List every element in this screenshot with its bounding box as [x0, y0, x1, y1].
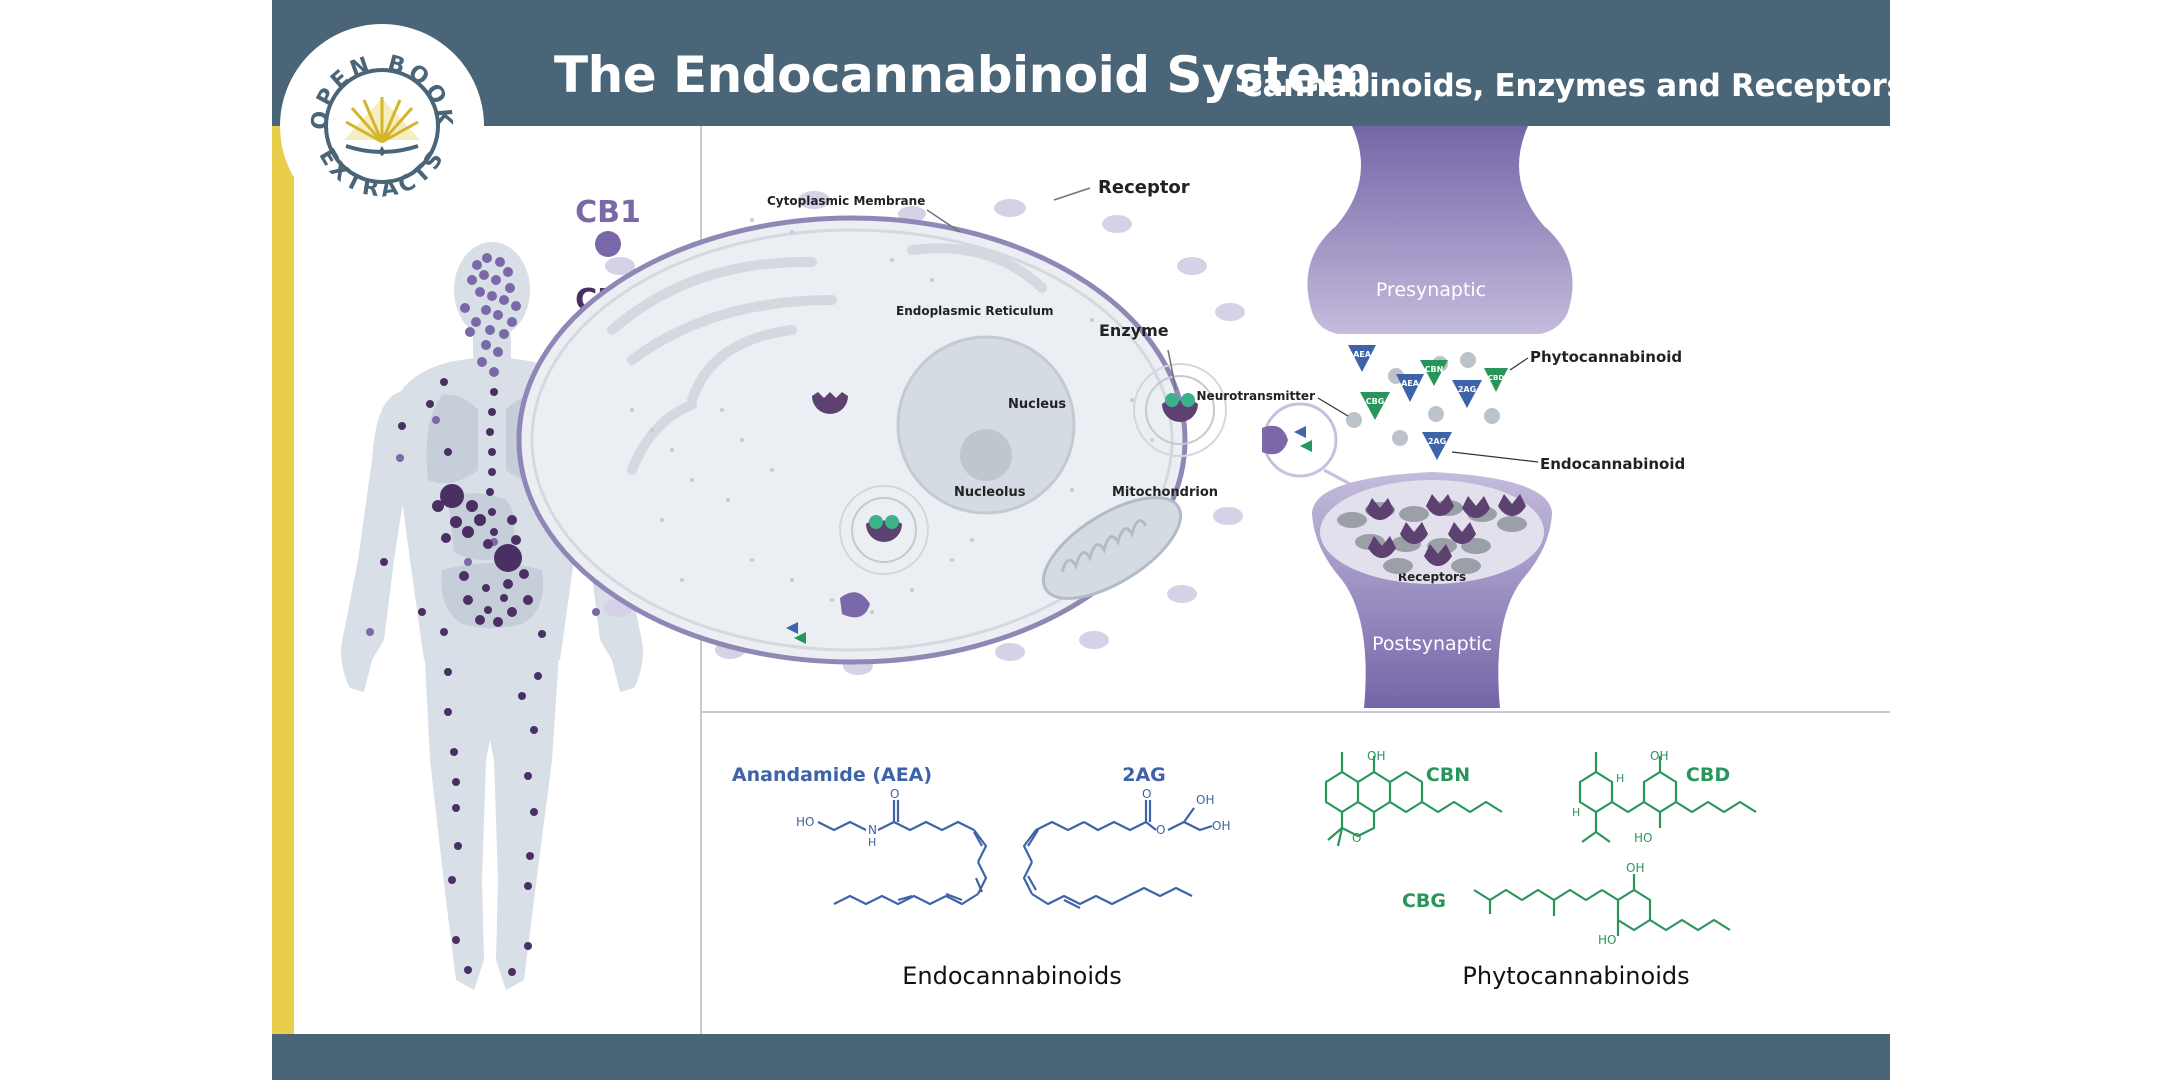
atom-oh-cbn: OH — [1367, 749, 1385, 763]
mitochondrion-icon — [1041, 496, 1183, 600]
page-subtitle: Cannabinoids, Enzymes and Receptors — [1240, 68, 1905, 104]
molecules-panel: Anandamide (AEA) 2AG HO N H O — [732, 749, 1757, 990]
label-presynaptic: Presynaptic — [1376, 279, 1486, 301]
label-mitochondrion: Mitochondrion — [1112, 485, 1218, 500]
footer-bar — [272, 1034, 1890, 1080]
label-anandamide: Anandamide (AEA) — [732, 764, 932, 786]
label-2ag: 2AG — [1122, 764, 1166, 786]
atom-ho-aea: HO — [796, 815, 814, 829]
synapse-diagram: Presynaptic Postsynaptic Receptors — [1197, 126, 1685, 708]
cbg-structure — [1473, 874, 1731, 936]
label-enzyme: Enzyme — [1099, 321, 1169, 340]
cytoplasm-speckles — [630, 218, 1154, 614]
molecule-aea-label: AEA — [1401, 379, 1420, 388]
atom-oh-2ag-top: OH — [1196, 793, 1214, 807]
molecule-cbn-icon — [1420, 360, 1448, 386]
atom-ho-cbg: HO — [1598, 933, 1616, 947]
poster: The Endocannabinoid System Cannabinoids,… — [272, 0, 1905, 1080]
molecule-2ag-lower-label: 2AG — [1428, 437, 1446, 446]
neurotransmitter-dots — [1346, 352, 1500, 446]
atom-h-aea: H — [868, 836, 876, 849]
label-phytocannabinoid: Phytocannabinoid — [1530, 348, 1682, 366]
heading-endocannabinoids: Endocannabinoids — [902, 962, 1122, 990]
cell-diagram: Cytoplasmic Membrane Receptor Endoplasmi… — [516, 177, 1403, 675]
label-cytoplasmic-membrane: Cytoplasmic Membrane — [767, 194, 925, 208]
cb1-dot-icon — [595, 231, 621, 257]
molecule-aea-top-label: AEA — [1353, 350, 1372, 359]
label-nucleus: Nucleus — [1008, 397, 1066, 412]
receptor-lower-icon — [786, 592, 870, 644]
atom-oh-2ag: OH — [1212, 819, 1230, 833]
label-endoplasmic-reticulum: Endoplasmic Reticulum — [896, 304, 1053, 318]
heading-phytocannabinoids: Phytocannabinoids — [1462, 962, 1689, 990]
presynaptic-terminal — [1307, 126, 1573, 334]
logo: OPEN BOOK EXTRACTS — [280, 24, 484, 228]
anandamide-structure — [817, 800, 988, 906]
atom-n-aea: N — [868, 823, 877, 837]
nucleolus-shape — [960, 429, 1012, 481]
atom-o-2ag: O — [1142, 787, 1151, 801]
accent-bar — [272, 126, 294, 1034]
label-receptor: Receptor — [1098, 177, 1190, 198]
label-nucleolus: Nucleolus — [954, 485, 1026, 500]
enzyme-free-icon — [812, 392, 848, 414]
label-cbg: CBG — [1402, 890, 1446, 912]
label-cbd: CBD — [1686, 764, 1730, 786]
atom-o-aea: O — [890, 787, 899, 801]
2ag-structure — [1022, 800, 1213, 909]
molecule-2ag-icon — [1452, 380, 1482, 408]
atom-oh-cbg: OH — [1626, 861, 1644, 875]
receptor-bound-icon — [1262, 402, 1338, 478]
nucleus-shape — [896, 335, 1076, 515]
endoplasmic-reticulum-shape — [607, 243, 1047, 475]
molecule-cbd-icon — [1484, 368, 1508, 392]
label-cbn: CBN — [1426, 764, 1470, 786]
molecule-cbd-label: CBD — [1488, 374, 1504, 382]
logo-fan-icon — [344, 97, 420, 156]
molecule-2ag-label: 2AG — [1458, 385, 1476, 394]
label-neurotransmitter: Neurotransmitter — [1197, 389, 1316, 403]
diagram-canvas: OPEN BOOK EXTRACTS — [280, 24, 1757, 990]
cbd-structure — [1578, 752, 1757, 843]
atom-o-2ag-ester: O — [1156, 823, 1165, 837]
enzyme-lower-icon — [839, 485, 929, 575]
header-bar — [272, 0, 1890, 126]
panel-divider-horizontal — [702, 711, 1890, 713]
atom-o-cbn: O — [1352, 831, 1361, 845]
synapse-molecules: AEA CBN CBD CBG AEA 2AG 2AG — [1348, 345, 1508, 460]
page-title: The Endocannabinoid System — [554, 46, 1372, 104]
postsynaptic-receptors — [1337, 494, 1527, 574]
cb1-label: CB1 — [575, 195, 641, 230]
enzyme-icon — [1133, 363, 1227, 457]
atom-h-cbd-upper: H — [1616, 772, 1624, 785]
molecule-cbg-label: CBG — [1366, 397, 1385, 406]
label-endocannabinoid: Endocannabinoid — [1540, 455, 1685, 473]
atom-ho-cbd: HO — [1634, 831, 1652, 845]
cbn-structure — [1324, 752, 1503, 847]
molecule-aea-icon — [1396, 374, 1424, 402]
label-receptors: Receptors — [1398, 570, 1466, 584]
molecule-aea-top-icon — [1348, 345, 1376, 372]
atom-h-cbd-lower: H — [1572, 806, 1580, 819]
molecule-cbg-icon — [1360, 392, 1390, 420]
label-postsynaptic: Postsynaptic — [1372, 633, 1492, 655]
atom-oh-cbd: OH — [1650, 749, 1668, 763]
body-receptor-dots — [366, 253, 604, 976]
molecule-2ag-lower-icon — [1422, 432, 1452, 460]
molecule-cbn-label: CBN — [1425, 365, 1444, 374]
